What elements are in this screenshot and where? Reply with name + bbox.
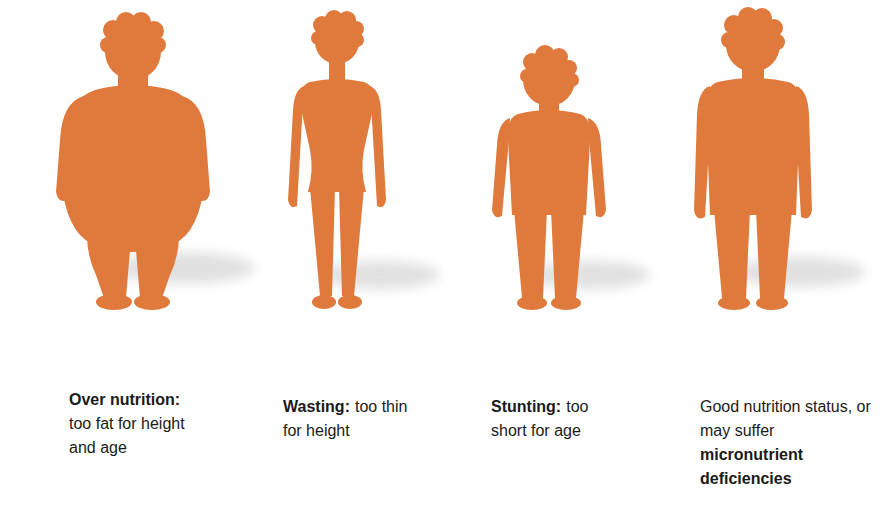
obese-figure (56, 12, 210, 310)
caption: Over nutrition: too fat for height and ag… (69, 388, 194, 460)
short-figure (492, 45, 606, 310)
shadow (115, 252, 865, 289)
healthy-figure (694, 7, 812, 310)
thin-figure (288, 10, 386, 309)
term: Stunting: (491, 398, 561, 415)
caption: Wasting:too thin for height (283, 395, 411, 443)
term: Over nutrition: (69, 388, 194, 412)
term: micronutrient deficiencies (700, 443, 872, 491)
caption: Good nutrition status, or may suffermicr… (700, 395, 872, 491)
definition: too fat for height and age (69, 415, 185, 456)
definition: Good nutrition status, or may suffer (700, 395, 872, 443)
term: Wasting: (283, 398, 350, 415)
caption: Stunting:too short for age (491, 395, 613, 443)
